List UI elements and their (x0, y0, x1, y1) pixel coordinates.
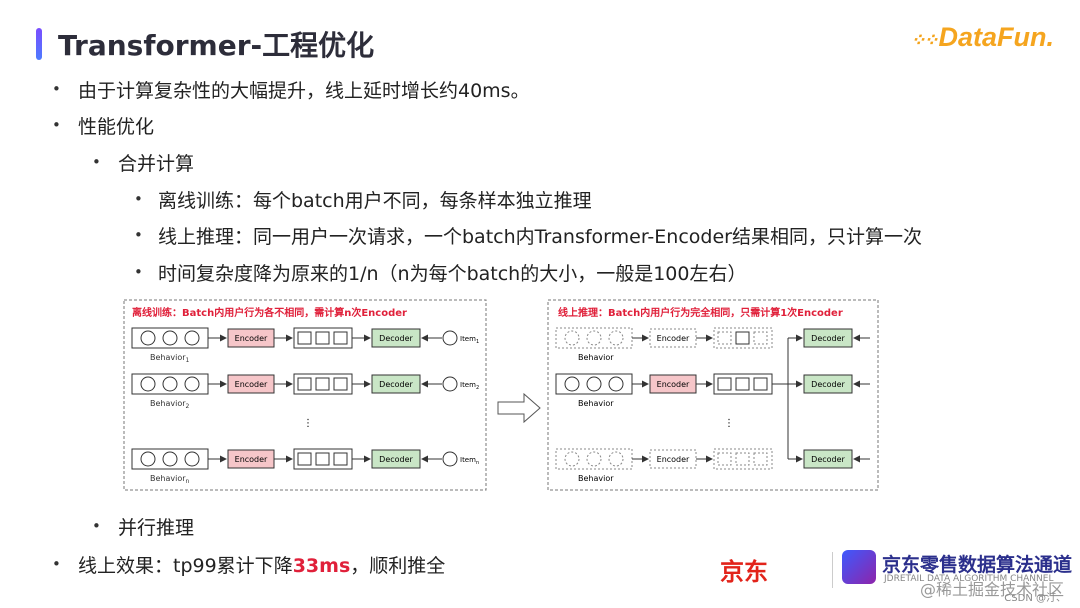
bullet-dot: • (134, 263, 143, 281)
svg-text:Itemn: Itemn (460, 456, 479, 466)
right-panel-caption: 线上推理：Batch内用户行为完全相同，只需计算1次Encoder (558, 306, 843, 319)
bullet-online-inference: 线上推理：同一用户一次请求，一个batch内Transformer-Encode… (158, 226, 922, 248)
svg-text:Decoder: Decoder (811, 334, 845, 343)
svg-text:Behavior: Behavior (578, 353, 614, 362)
merge-compute-diagram: 离线训练：Batch内用户行为各不相同，需计算n次Encoder Behavio… (123, 299, 879, 491)
svg-text:Behavior: Behavior (578, 474, 614, 483)
csdn-watermark: CSDN @汀、 (1004, 593, 1066, 604)
bullet-parallel-inference: 并行推理 (118, 517, 195, 539)
title-accent-bar (36, 28, 42, 60)
bullet-complexity: 时间复杂度降为原来的1/n（n为每个batch的大小，一般是100左右） (158, 263, 747, 285)
bullet-dot: • (134, 226, 143, 244)
effect-prefix: 线上效果：tp99累计下降 (78, 555, 293, 577)
left-row-1: Behavior1 Encoder Decoder Item1 (131, 327, 479, 364)
effect-suffix: ，顺利推全 (350, 555, 446, 577)
juejin-watermark: @稀土掘金技术社区 (919, 580, 1064, 599)
svg-text:Decoder: Decoder (811, 455, 845, 464)
svg-text:Encoder: Encoder (657, 380, 690, 389)
footer-divider (832, 552, 833, 588)
svg-text:Encoder: Encoder (657, 334, 690, 343)
bullet-dot: • (92, 517, 101, 535)
bullet-optimization: 性能优化 (78, 116, 155, 138)
bullet-dot: • (92, 153, 101, 171)
left-panel-caption: 离线训练：Batch内用户行为各不相同，需计算n次Encoder (132, 306, 407, 319)
svg-text:Decoder: Decoder (379, 380, 413, 389)
left-row-2: Behavior2 Encoder Decoder Item2 (131, 373, 479, 410)
svg-text:Decoder: Decoder (811, 380, 845, 389)
bullet-merge-compute: 合并计算 (118, 153, 195, 175)
right-row-1-dashed: Behavior Encoder Decoder (555, 327, 870, 362)
svg-text:Encoder: Encoder (235, 380, 268, 389)
bullet-dot: • (52, 80, 61, 98)
jd-logo: 京东 (720, 558, 768, 586)
logo-dots-icon: ⁘⁘ (910, 30, 938, 50)
right-row-2-solid: Behavior Encoder Decoder (555, 373, 870, 408)
bullet-latency: 由于计算复杂性的大幅提升，线上延时增长约40ms。 (78, 80, 530, 102)
svg-text:Encoder: Encoder (657, 455, 690, 464)
decoder-box (371, 449, 421, 469)
slide-title: Transformer-工程优化 (58, 29, 375, 62)
logo-text: DataFun. (938, 22, 1054, 52)
vertical-ellipsis: ⋮ (303, 418, 313, 429)
svg-text:Behavior: Behavior (578, 399, 614, 408)
decoder-box (371, 328, 421, 348)
svg-text:Encoder: Encoder (235, 455, 268, 464)
right-row-n-dashed: Behavior Encoder Decoder (555, 448, 870, 483)
bullet-online-effect: 线上效果：tp99累计下降33ms，顺利推全 (78, 551, 445, 578)
svg-text:Encoder: Encoder (235, 334, 268, 343)
effect-highlight: 33ms (292, 555, 351, 577)
channel-subtitle: JDRETAIL DATA ALGORITHM CHANNEL (884, 574, 1054, 584)
svg-text:Item1: Item1 (460, 335, 479, 345)
transition-arrow-icon (497, 392, 541, 424)
left-panel-border (123, 299, 487, 491)
svg-text:Behavior1: Behavior1 (150, 353, 190, 364)
channel-logo-icon (842, 550, 876, 584)
svg-text:Behavior2: Behavior2 (150, 399, 190, 410)
bullet-offline-training: 离线训练：每个batch用户不同，每条样本独立推理 (158, 190, 592, 212)
channel-name: 京东零售数据算法通道 (882, 554, 1073, 576)
svg-text:Behaviorn: Behaviorn (150, 474, 190, 485)
right-panel-border (547, 299, 879, 491)
datafun-logo: ⁘⁘DataFun. (910, 22, 1054, 53)
bullet-dot: • (52, 555, 61, 573)
bullet-dot: • (134, 190, 143, 208)
left-row-n: Behaviorn Encoder Decoder Itemn (131, 448, 479, 485)
bullet-dot: • (52, 116, 61, 134)
decoder-box (371, 374, 421, 394)
svg-text:⋮: ⋮ (724, 418, 734, 429)
svg-text:Item2: Item2 (460, 381, 479, 391)
svg-text:Decoder: Decoder (379, 334, 413, 343)
svg-text:Decoder: Decoder (379, 455, 413, 464)
